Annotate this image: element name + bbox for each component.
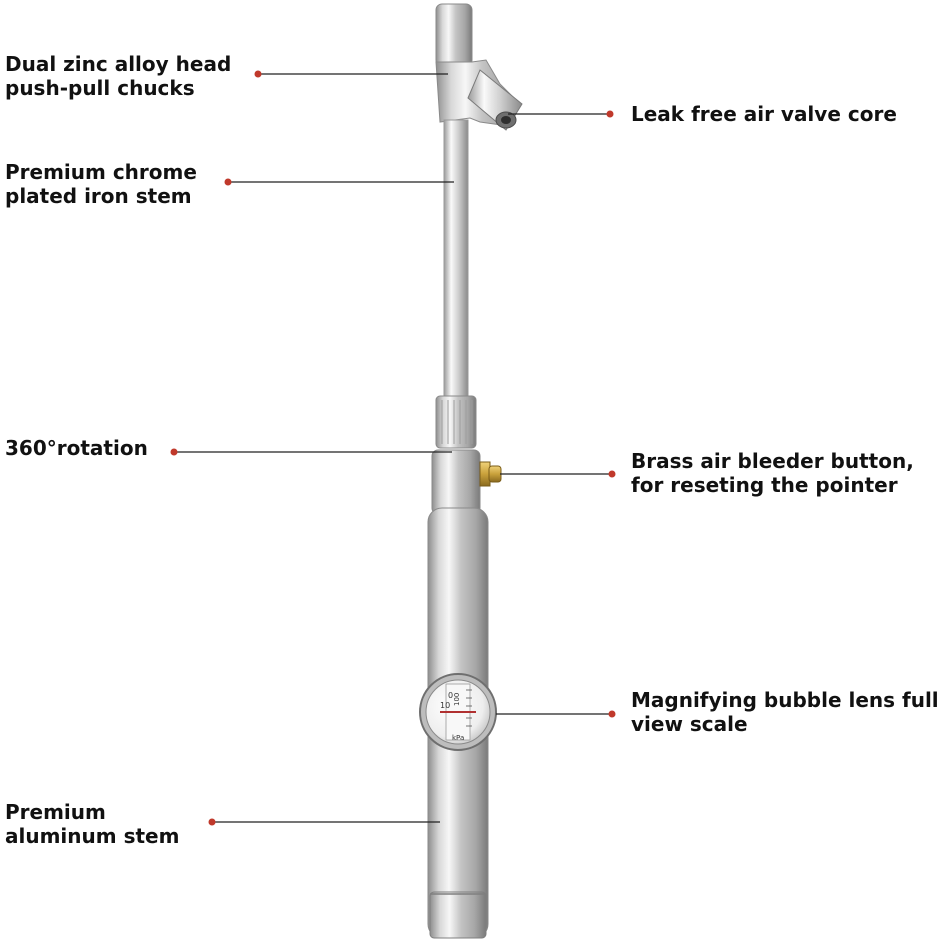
label-lens-line-1: Magnifying bubble lens full <box>631 688 939 712</box>
dial-tick-0: 0 <box>448 691 453 700</box>
leader-lines <box>170 70 616 826</box>
label-bleeder-button: Brass air bleeder button, for reseting t… <box>631 449 914 497</box>
label-bleeder-line-1: Brass air bleeder button, <box>631 449 914 473</box>
leader-dot-valve <box>606 110 614 118</box>
end-cap <box>429 891 487 939</box>
label-chrome-stem-line-1: Premium chrome <box>5 160 197 184</box>
label-aluminum-stem: Premium aluminum stem <box>5 800 179 848</box>
label-valve-core: Leak free air valve core <box>631 102 897 126</box>
leader-dot-aluminum <box>208 818 216 826</box>
label-rotation: 360°rotation <box>5 436 148 460</box>
label-head-chucks: Dual zinc alloy head push-pull chucks <box>5 52 231 100</box>
dial-unit: kPa <box>452 734 464 742</box>
dial-tick-10: 10 <box>440 701 450 710</box>
label-lens-line-2: view scale <box>631 712 748 736</box>
label-valve-core-line-1: Leak free air valve core <box>631 102 897 126</box>
label-rotation-line-1: 360°rotation <box>5 436 148 460</box>
bubble-lens: 0 10 100 kPa <box>419 673 497 751</box>
dial-tick-100: 100 <box>453 693 461 706</box>
label-head-chucks-line-2: push-pull chucks <box>5 76 195 100</box>
leader-dot-lens <box>608 710 616 718</box>
leader-dot-head <box>254 70 262 78</box>
brass-bleeder-button <box>479 461 502 487</box>
chuck-head <box>435 3 523 131</box>
rotation-collar <box>435 395 477 449</box>
label-chrome-stem: Premium chrome plated iron stem <box>5 160 197 208</box>
leader-dot-bleeder <box>608 470 616 478</box>
label-aluminum-line-2: aluminum stem <box>5 824 180 848</box>
label-aluminum-line-1: Premium <box>5 800 106 824</box>
label-bubble-lens: Magnifying bubble lens full view scale <box>631 688 939 736</box>
leader-dot-rotation <box>170 448 178 456</box>
label-chrome-stem-line-2: plated iron stem <box>5 184 192 208</box>
chrome-stem <box>443 119 469 403</box>
label-bleeder-line-2: for reseting the pointer <box>631 473 898 497</box>
leader-dot-chrome <box>224 178 232 186</box>
upper-housing <box>431 449 481 515</box>
label-head-chucks-line-1: Dual zinc alloy head <box>5 52 232 76</box>
